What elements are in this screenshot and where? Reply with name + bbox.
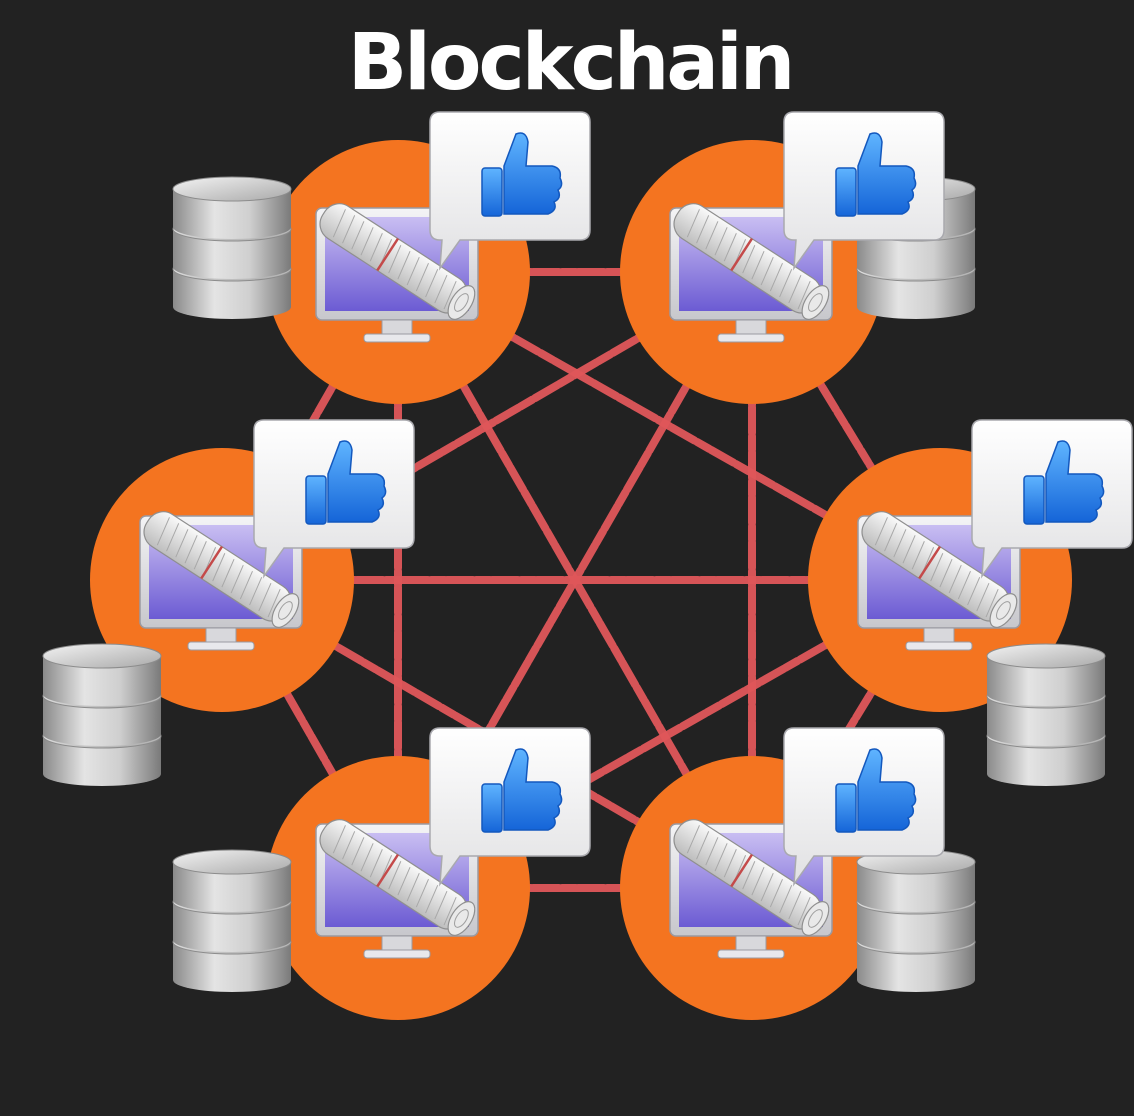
blockchain-node-3: [42, 419, 415, 786]
rolled-newspaper-icon: [673, 819, 830, 936]
database-icon: [172, 176, 292, 319]
blockchain-node-1: [172, 111, 591, 404]
database-icon: [172, 849, 292, 992]
diagram-title: Blockchain: [347, 18, 796, 108]
blockchain-node-4: [808, 419, 1133, 786]
nodes-layer: [42, 111, 1133, 1020]
rolled-newspaper-icon: [319, 203, 476, 320]
database-icon: [856, 849, 976, 992]
thumbs-up-speech-bubble-icon: [429, 727, 591, 887]
blockchain-node-2: [620, 111, 976, 404]
rolled-newspaper-icon: [319, 819, 476, 936]
database-icon: [42, 643, 162, 786]
thumbs-up-speech-bubble-icon: [253, 419, 415, 579]
rolled-newspaper-icon: [673, 203, 830, 320]
thumbs-up-speech-bubble-icon: [783, 727, 945, 887]
blockchain-node-5: [172, 727, 591, 1020]
thumbs-up-speech-bubble-icon: [429, 111, 591, 271]
thumbs-up-icon: [305, 440, 387, 525]
computer-monitor-icon: [669, 819, 833, 959]
rolled-newspaper-icon: [861, 511, 1018, 628]
thumbs-up-icon: [835, 748, 917, 833]
thumbs-up-icon: [481, 132, 563, 217]
thumbs-up-icon: [481, 748, 563, 833]
thumbs-up-icon: [835, 132, 917, 217]
thumbs-up-speech-bubble-icon: [971, 419, 1133, 579]
blockchain-node-6: [620, 727, 976, 1020]
thumbs-up-speech-bubble-icon: [783, 111, 945, 271]
thumbs-up-icon: [1023, 440, 1105, 525]
rolled-newspaper-icon: [143, 511, 300, 628]
database-icon: [986, 643, 1106, 786]
